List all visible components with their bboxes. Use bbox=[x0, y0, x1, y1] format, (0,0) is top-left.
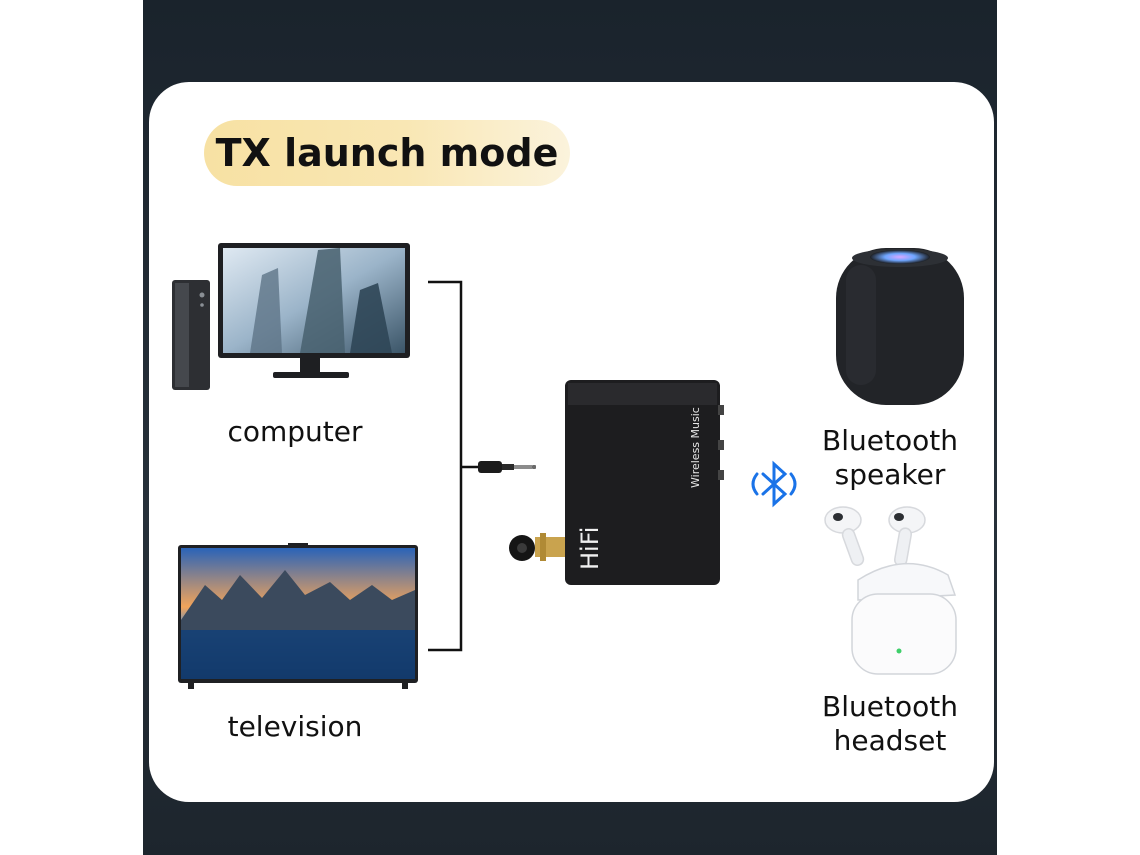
headset-label-line2: headset bbox=[833, 724, 947, 757]
bluetooth-speaker-label: Bluetooth speaker bbox=[800, 424, 980, 492]
computer-label: computer bbox=[227, 415, 363, 448]
television-icon bbox=[178, 543, 418, 689]
headset-label-line1: Bluetooth bbox=[822, 690, 958, 723]
transmitter-device: Wireless Music HiFi bbox=[509, 380, 724, 585]
device-side-text: Wireless Music bbox=[689, 407, 702, 488]
device-brand-text: HiFi bbox=[576, 527, 604, 570]
audio-jack-icon bbox=[478, 461, 536, 473]
connection-lines bbox=[428, 280, 478, 652]
monitor-icon bbox=[218, 243, 410, 378]
desktop-computer-icon bbox=[172, 280, 210, 390]
bluetooth-headset-label: Bluetooth headset bbox=[800, 690, 980, 758]
mode-title: TX launch mode bbox=[215, 131, 559, 175]
mode-title-pill bbox=[204, 120, 570, 186]
smart-speaker-icon bbox=[836, 248, 964, 405]
speaker-label-line2: speaker bbox=[834, 458, 946, 491]
earbuds-icon bbox=[824, 506, 957, 675]
speaker-label-line1: Bluetooth bbox=[822, 424, 958, 457]
television-label: television bbox=[227, 710, 363, 743]
bluetooth-icon bbox=[751, 460, 797, 508]
